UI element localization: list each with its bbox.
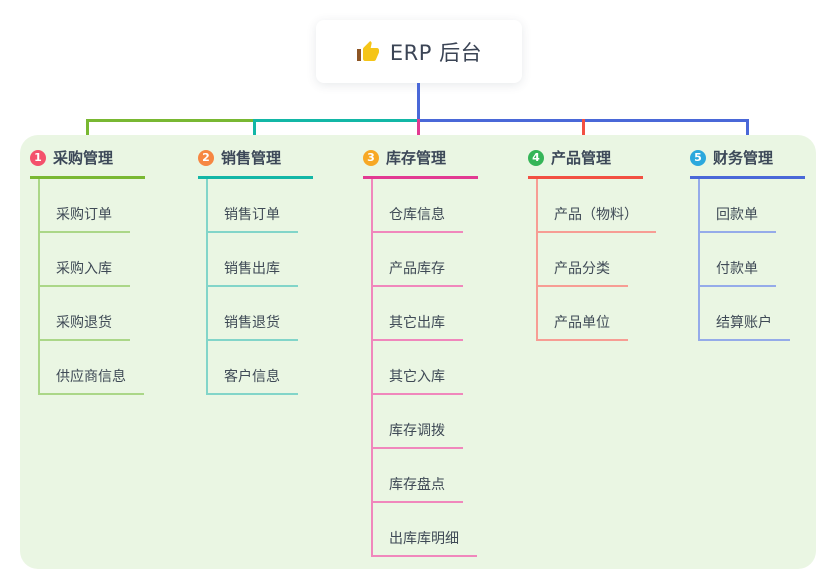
- branch-inventory: 3 库存管理 仓库信息 产品库存 其它出库 其它入库 库存调拨 库存盘点: [363, 147, 478, 557]
- child-node: 产品（物料）: [538, 179, 656, 233]
- child-label[interactable]: 客户信息: [208, 370, 298, 395]
- child-label[interactable]: 付款单: [700, 262, 776, 287]
- child-node: 产品单位: [538, 287, 656, 341]
- child-label[interactable]: 产品分类: [538, 262, 628, 287]
- connector-drop-branch-1: [86, 119, 89, 147]
- branch-label: 库存管理: [386, 149, 447, 167]
- branch-procurement: 1 采购管理 采购订单 采购入库 采购退货 供应商信息: [30, 147, 145, 395]
- child-node: 仓库信息: [373, 179, 477, 233]
- child-label[interactable]: 产品（物料）: [538, 208, 656, 233]
- child-node: 库存盘点: [373, 449, 477, 503]
- child-node: 供应商信息: [40, 341, 144, 395]
- branch-label: 销售管理: [221, 149, 282, 167]
- child-label[interactable]: 供应商信息: [40, 370, 144, 395]
- child-label[interactable]: 结算账户: [700, 316, 790, 341]
- child-label[interactable]: 销售退货: [208, 316, 298, 341]
- child-node: 出库库明细: [373, 503, 477, 557]
- child-label[interactable]: 采购订单: [40, 208, 130, 233]
- branch-label: 采购管理: [53, 149, 114, 167]
- root-title: ERP 后台: [389, 40, 483, 65]
- child-node: 采购退货: [40, 287, 144, 341]
- child-label[interactable]: 产品库存: [373, 262, 463, 287]
- branch-children: 产品（物料） 产品分类 产品单位: [536, 179, 656, 341]
- child-label[interactable]: 销售订单: [208, 208, 298, 233]
- badge-number-4: 4: [528, 149, 544, 166]
- connector-drop-branch-5: [746, 119, 749, 147]
- child-node: 销售订单: [208, 179, 298, 233]
- child-node: 采购入库: [40, 233, 144, 287]
- child-node: 库存调拨: [373, 395, 477, 449]
- branch-children: 采购订单 采购入库 采购退货 供应商信息: [38, 179, 144, 395]
- badge-number-3: 3: [363, 149, 379, 166]
- branch-header-finance[interactable]: 5 财务管理: [690, 147, 805, 179]
- child-label[interactable]: 库存调拨: [373, 424, 463, 449]
- child-label[interactable]: 销售出库: [208, 262, 298, 287]
- connector-horizontal-teal: [255, 119, 419, 122]
- child-node: 其它入库: [373, 341, 477, 395]
- connector-drop-branch-4: [582, 119, 585, 147]
- child-label[interactable]: 其它出库: [373, 316, 463, 341]
- child-label[interactable]: 采购退货: [40, 316, 130, 341]
- branch-header-product[interactable]: 4 产品管理: [528, 147, 643, 179]
- branch-children: 回款单 付款单 结算账户: [698, 179, 790, 341]
- child-node: 其它出库: [373, 287, 477, 341]
- branch-label: 财务管理: [713, 149, 774, 167]
- badge-number-1: 1: [30, 149, 46, 166]
- child-node: 回款单: [700, 179, 790, 233]
- child-node: 产品分类: [538, 233, 656, 287]
- child-node: 结算账户: [700, 287, 790, 341]
- branch-product: 4 产品管理 产品（物料） 产品分类 产品单位: [528, 147, 656, 341]
- child-node: 采购订单: [40, 179, 144, 233]
- branch-label: 产品管理: [551, 149, 612, 167]
- connector-horizontal-green: [87, 119, 255, 122]
- thumbs-up-icon: [356, 40, 379, 61]
- root-node[interactable]: ERP 后台: [316, 20, 522, 83]
- child-label[interactable]: 出库库明细: [373, 532, 477, 557]
- badge-number-2: 2: [198, 149, 214, 166]
- child-label[interactable]: 其它入库: [373, 370, 463, 395]
- connector-root-vertical: [417, 83, 420, 120]
- branch-header-procurement[interactable]: 1 采购管理: [30, 147, 145, 179]
- branch-finance: 5 财务管理 回款单 付款单 结算账户: [690, 147, 805, 341]
- child-node: 销售出库: [208, 233, 298, 287]
- child-label[interactable]: 库存盘点: [373, 478, 463, 503]
- child-label[interactable]: 仓库信息: [373, 208, 463, 233]
- connector-drop-branch-3: [417, 119, 420, 147]
- connector-drop-branch-2: [253, 119, 256, 147]
- child-label[interactable]: 产品单位: [538, 316, 628, 341]
- child-label[interactable]: 采购入库: [40, 262, 130, 287]
- branch-header-sales[interactable]: 2 销售管理: [198, 147, 313, 179]
- child-node: 付款单: [700, 233, 790, 287]
- child-node: 客户信息: [208, 341, 298, 395]
- badge-number-5: 5: [690, 149, 706, 166]
- branch-children: 仓库信息 产品库存 其它出库 其它入库 库存调拨 库存盘点 出库库明细: [371, 179, 477, 557]
- branches-panel: [20, 135, 816, 569]
- child-node: 产品库存: [373, 233, 477, 287]
- branch-sales: 2 销售管理 销售订单 销售出库 销售退货 客户信息: [198, 147, 313, 395]
- child-node: 销售退货: [208, 287, 298, 341]
- branch-header-inventory[interactable]: 3 库存管理: [363, 147, 478, 179]
- branch-children: 销售订单 销售出库 销售退货 客户信息: [206, 179, 298, 395]
- child-label[interactable]: 回款单: [700, 208, 776, 233]
